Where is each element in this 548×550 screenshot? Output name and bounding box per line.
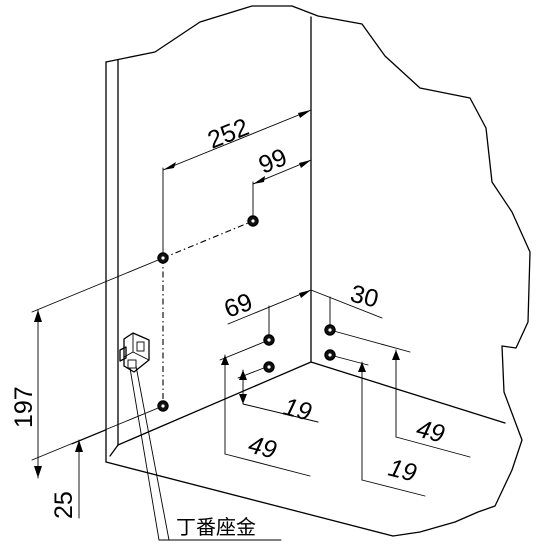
bottom-panel-inner-edge [117, 361, 312, 446]
dim-69-line [227, 289, 312, 325]
arrowhead [75, 440, 83, 452]
dim-197-extension-bottom [31, 405, 164, 461]
dim-25-extension [71, 429, 107, 445]
arrowhead [34, 310, 42, 322]
arrowhead [239, 370, 247, 380]
dim-49-left-underline [224, 453, 311, 477]
dim-19-right-label: 19 [386, 454, 420, 488]
dim-49-right-extension-top [329, 329, 411, 353]
dim-30-label: 30 [348, 280, 382, 314]
arrowhead [163, 162, 176, 170]
broken-edge-outline [105, 5, 531, 537]
arrowhead [221, 355, 229, 365]
hinge-plate-icon [119, 332, 282, 541]
arrowhead [299, 160, 311, 168]
arrowhead [298, 110, 311, 118]
arrowhead [299, 290, 311, 298]
dim-99-label: 99 [255, 143, 291, 179]
center-lines [162, 220, 254, 406]
hinge-leader-line [135, 365, 170, 541]
bottom-panel-edge [109, 444, 119, 457]
dim-197-label: 197 [10, 386, 38, 428]
dimension-lines [31, 109, 471, 519]
arrowhead [253, 176, 265, 184]
center-line-upper [162, 220, 254, 259]
dim-252-line [162, 109, 312, 171]
dim-49-left-extension-top [219, 339, 270, 361]
dim-19-left-underline [242, 403, 319, 423]
dim-49-right-underline [395, 436, 471, 458]
dim-19-right-underline [361, 479, 426, 497]
holes [157, 215, 336, 412]
cabinet-outline [105, 5, 531, 537]
dim-49-left-label: 49 [246, 431, 280, 465]
hinge-leader-line [129, 367, 160, 541]
dim-69-label: 69 [220, 288, 256, 324]
arrowhead [34, 466, 42, 478]
dim-49-right-label: 49 [414, 415, 448, 449]
bottom-panel-front-edge [105, 461, 394, 537]
dim-19-left-label: 19 [281, 393, 315, 427]
arrowhead [358, 362, 366, 372]
dim-30-line [310, 289, 383, 319]
dim-25-label: 25 [50, 491, 78, 519]
arrowhead [239, 394, 247, 404]
dim-197-extension-top [31, 257, 164, 313]
bottom-back-edge [310, 361, 506, 424]
dim-252-label: 252 [204, 113, 253, 155]
hinge-plate-label: 丁番座金 [176, 515, 256, 539]
dimension-arrowheads [34, 110, 400, 478]
arrowhead [392, 350, 400, 360]
